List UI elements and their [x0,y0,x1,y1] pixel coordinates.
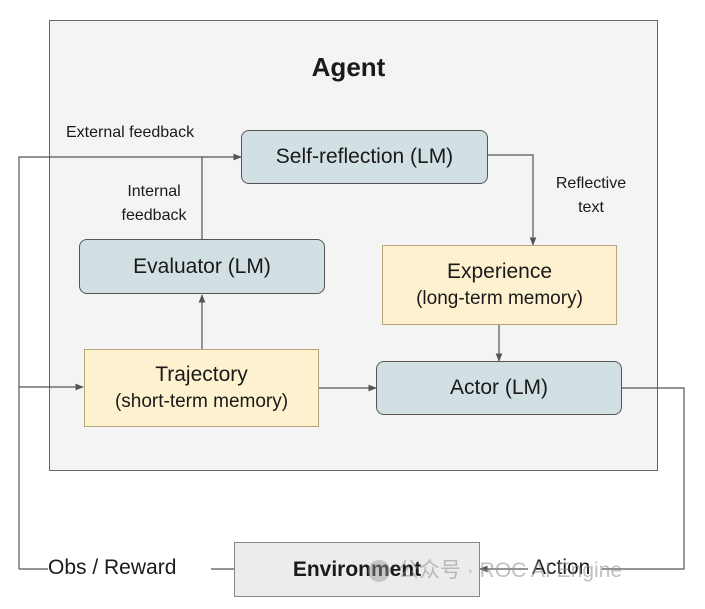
internal-feedback-label: Internal feedback [106,180,202,228]
environment-node: Environment [234,542,480,597]
trajectory-node: Trajectory (short-term memory) [84,349,319,427]
obs-reward-label: Obs / Reward [48,556,177,579]
internal-feedback-line2: feedback [121,207,187,224]
experience-title: Experience [446,260,553,283]
trajectory-title: Trajectory [155,363,248,386]
actor-label: Actor (LM) [449,376,548,399]
watermark-text: 公众号 · ROC AI Engine [398,559,623,582]
agent-title: Agent [311,52,386,82]
internal-feedback-line1: Internal [127,183,181,200]
wechat-logo-icon [368,560,390,582]
reflective-text-line2: text [578,199,604,216]
environment-label: Environment [292,557,422,581]
experience-node: Experience (long-term memory) [382,245,617,325]
watermark: 公众号 · ROC AI Engine [368,556,622,586]
trajectory-subtitle: (short-term memory) [114,391,289,412]
action-label: Action [532,556,591,579]
self-reflection-label: Self-reflection (LM) [275,145,454,168]
reflective-text-label: Reflective text [544,172,638,220]
experience-subtitle: (long-term memory) [416,288,583,309]
self-reflection-node: Self-reflection (LM) [241,130,488,184]
evaluator-node: Evaluator (LM) [79,239,325,294]
evaluator-label: Evaluator (LM) [133,254,271,278]
external-feedback-label: External feedback [66,124,195,141]
actor-node: Actor (LM) [376,361,622,415]
reflective-text-line1: Reflective [555,175,627,192]
